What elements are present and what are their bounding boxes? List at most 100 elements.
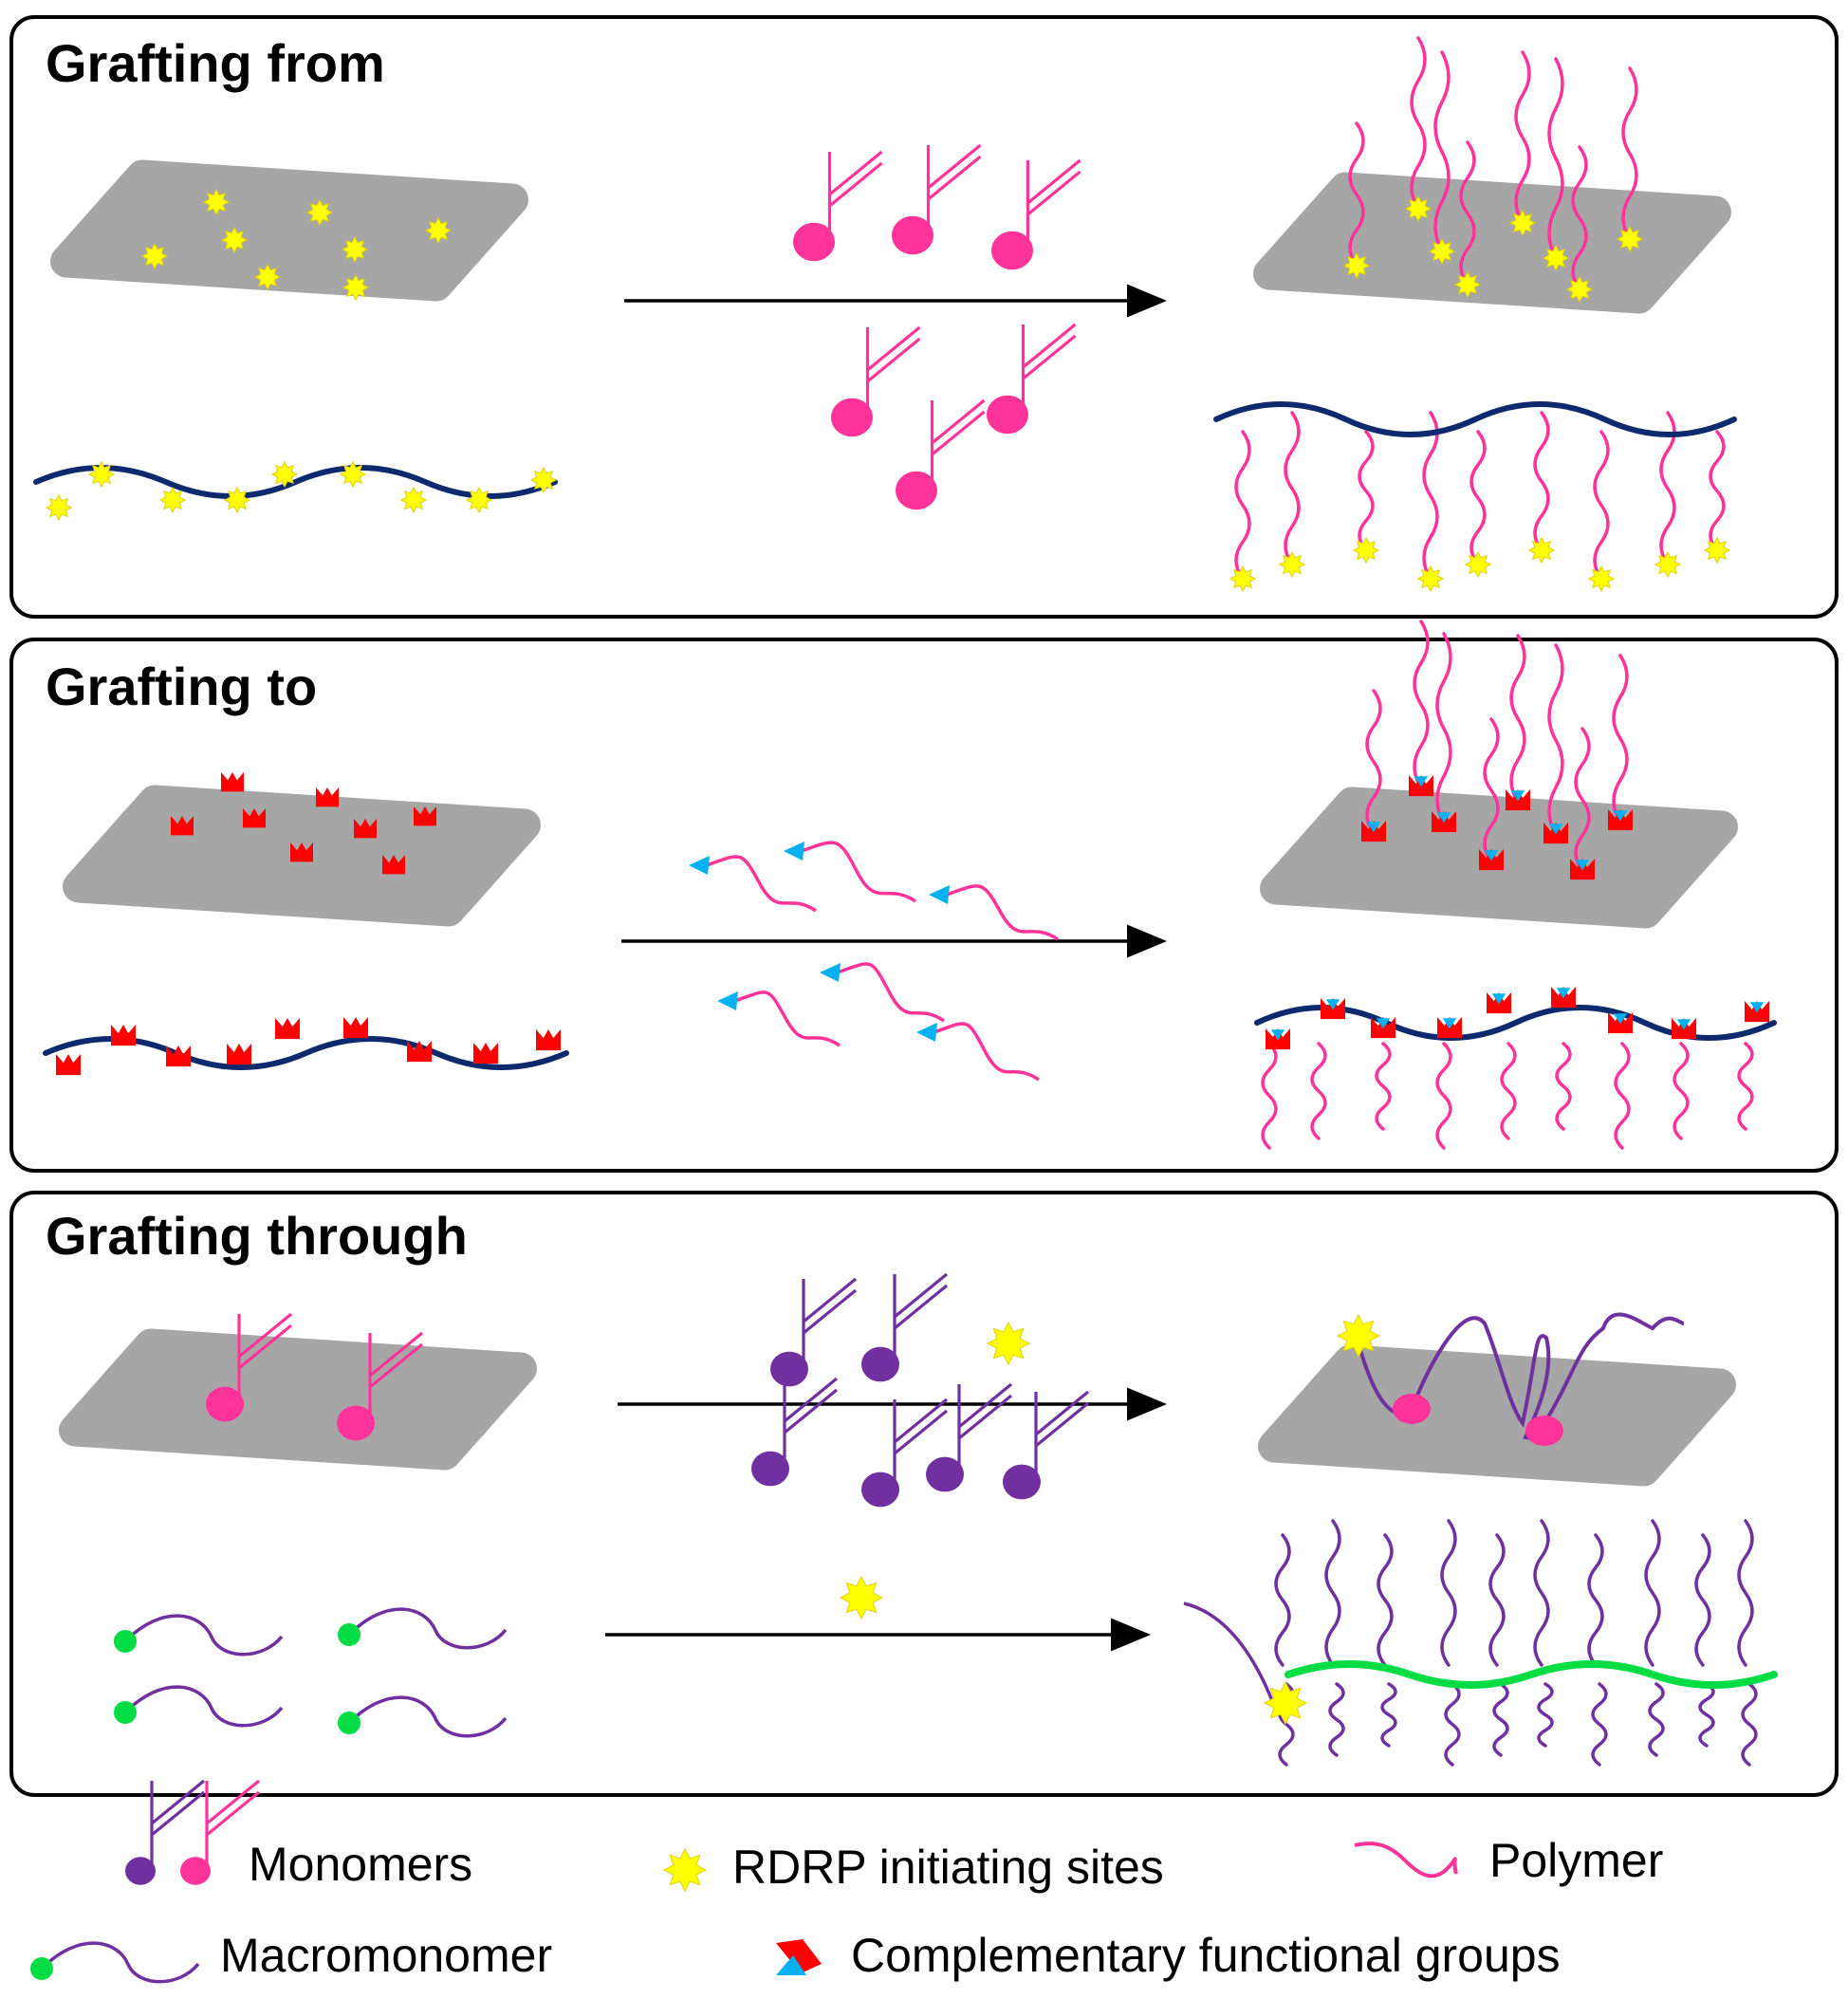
substrate-surface	[59, 1328, 537, 1471]
monomer-purple-stem	[802, 1277, 858, 1369]
rdrp-initiating-site-icon	[1527, 536, 1556, 565]
complementary-group-red-icon	[473, 1043, 498, 1064]
rdrp-initiating-site-icon	[399, 486, 428, 514]
monomer-pink-stem	[865, 325, 921, 417]
grafted-polymer-chain	[1348, 121, 1365, 268]
rdrp-initiating-site-icon	[341, 235, 369, 264]
monomer-pink-stem	[237, 1312, 293, 1404]
grafted-polymer-chain	[1547, 643, 1564, 837]
grafted-polymer-chain	[1413, 620, 1430, 789]
complementary-group-cyan-icon	[1442, 1018, 1457, 1029]
bottlebrush-side-chain	[1380, 1682, 1397, 1748]
bottlebrush-side-chain	[1324, 1519, 1341, 1667]
monomer-purple-icon	[861, 1471, 899, 1508]
complementary-group-red-icon	[414, 806, 436, 826]
complementary-group-red-icon	[275, 1018, 300, 1040]
bottlebrush-side-chain	[1444, 1682, 1461, 1767]
macromonomer-chain	[123, 1614, 284, 1657]
complementary-group-red-icon	[407, 1041, 432, 1063]
complementary-group-red-icon	[382, 855, 405, 875]
free-polymer-chain	[731, 990, 841, 1047]
rdrp-initiating-site-icon	[342, 273, 370, 302]
bottlebrush-side-chain	[1533, 1519, 1550, 1667]
rdrp-initiating-site-icon	[1542, 244, 1570, 272]
monomer-purple-stem	[1034, 1390, 1090, 1482]
bottlebrush-side-chain	[1377, 1533, 1394, 1667]
rdrp-initiating-site-icon	[202, 188, 231, 216]
legend-monomer-pink-icon	[180, 1857, 211, 1885]
grafted-polymer-chain	[1514, 50, 1531, 225]
bottlebrush-side-chain	[1537, 1682, 1554, 1748]
complementary-group-cyan-icon	[1510, 790, 1525, 802]
complementary-group-red-icon	[536, 1029, 561, 1051]
rdrp-initiating-site-icon	[339, 460, 367, 489]
panel-grafting-from	[9, 15, 1839, 619]
legend-monomer-pink-stem	[205, 1779, 261, 1871]
bottlebrush-side-chain	[1328, 1682, 1345, 1757]
complementary-group-cyan-icon	[1414, 776, 1429, 787]
legend-macromonomer-chain	[40, 1941, 200, 1984]
grafted-polymer-chain	[1358, 430, 1375, 552]
monomer-pink-stem	[926, 143, 982, 235]
grafted-polymer-chain	[1234, 430, 1251, 581]
rdrp-initiating-site-icon	[1654, 550, 1682, 579]
rdrp-initiating-site-icon	[986, 1321, 1031, 1366]
rdrp-initiating-site-icon	[1453, 270, 1482, 299]
grafted-polymer-chain	[1709, 430, 1726, 552]
bottlebrush-side-chain	[1694, 1533, 1711, 1667]
substrate-surface	[1253, 172, 1731, 314]
bottlebrush-side-chain	[1741, 1682, 1758, 1767]
legend-complementary-cyan-icon	[776, 1955, 806, 1975]
complementary-group-red-icon	[111, 1025, 136, 1046]
monomer-pink-icon	[337, 1405, 375, 1441]
rdrp-initiating-site-icon	[1342, 251, 1371, 280]
monomer-purple-stem	[957, 1382, 1013, 1474]
bottlebrush-side-chain	[1492, 1682, 1509, 1757]
complementary-group-cyan-icon	[1613, 810, 1628, 822]
complementary-group-red-icon	[343, 1017, 368, 1039]
bottlebrush-backbone	[1284, 1660, 1778, 1689]
rdrp-initiating-site-icon	[465, 486, 493, 514]
rdrp-initiating-site-icon	[839, 1575, 884, 1620]
bottlebrush-side-chain	[1648, 1682, 1665, 1757]
bottlebrush-side-chain	[1591, 1682, 1608, 1767]
macromonomer-end-icon	[114, 1630, 137, 1653]
legend-complementary-red-icon	[776, 1939, 822, 1973]
monomer-pink-stem	[930, 398, 986, 490]
complementary-group-cyan-icon	[1366, 822, 1381, 833]
monomer-purple-icon	[1003, 1464, 1041, 1500]
legend-monomer-purple-stem	[150, 1779, 206, 1871]
grafted-polymer-chain	[1593, 430, 1610, 581]
rdrp-initiating-site-icon	[424, 216, 453, 245]
bottlebrush-side-chain	[1737, 1519, 1754, 1667]
rdrp-initiating-site-icon	[140, 242, 169, 270]
bottlebrush-side-chain	[1440, 1519, 1457, 1667]
legend-polymer-label: Polymer	[1489, 1834, 1663, 1887]
monomer-pink-icon	[206, 1386, 244, 1422]
free-polymer-chain	[834, 962, 945, 1023]
monomer-pink-stem	[1026, 158, 1081, 250]
rdrp-initiating-site-icon	[1616, 225, 1644, 253]
complementary-group-cyan-icon	[1491, 993, 1506, 1005]
rdrp-initiating-site-icon	[253, 263, 282, 291]
monomer-pink-icon	[892, 215, 933, 255]
monomer-pink-stem	[368, 1331, 424, 1423]
monomer-purple-stem	[893, 1397, 949, 1490]
monomer-pink-icon	[991, 231, 1033, 270]
bottlebrush-side-chain	[1698, 1682, 1715, 1748]
monomer-purple-icon	[770, 1351, 808, 1387]
complementary-group-cyan-icon	[820, 963, 841, 982]
rdrp-initiating-site-icon	[1703, 536, 1731, 565]
free-polymer-chain	[931, 1022, 1040, 1082]
panel-grafting-through	[9, 1191, 1839, 1797]
monomer-purple-stem	[893, 1272, 949, 1364]
rdrp-initiating-site-icon	[1587, 565, 1616, 593]
anchored-monomer-icon	[1393, 1394, 1431, 1424]
panel-title-grafting-to: Grafting to	[46, 657, 317, 716]
complementary-group-cyan-icon	[1749, 1002, 1765, 1013]
rdrp-initiating-site-icon	[158, 486, 187, 514]
complementary-group-red-icon	[290, 842, 313, 862]
complementary-group-red-icon	[56, 1054, 81, 1076]
grafted-polymer-chain	[1621, 66, 1638, 241]
anchored-monomer-icon	[1525, 1416, 1563, 1446]
